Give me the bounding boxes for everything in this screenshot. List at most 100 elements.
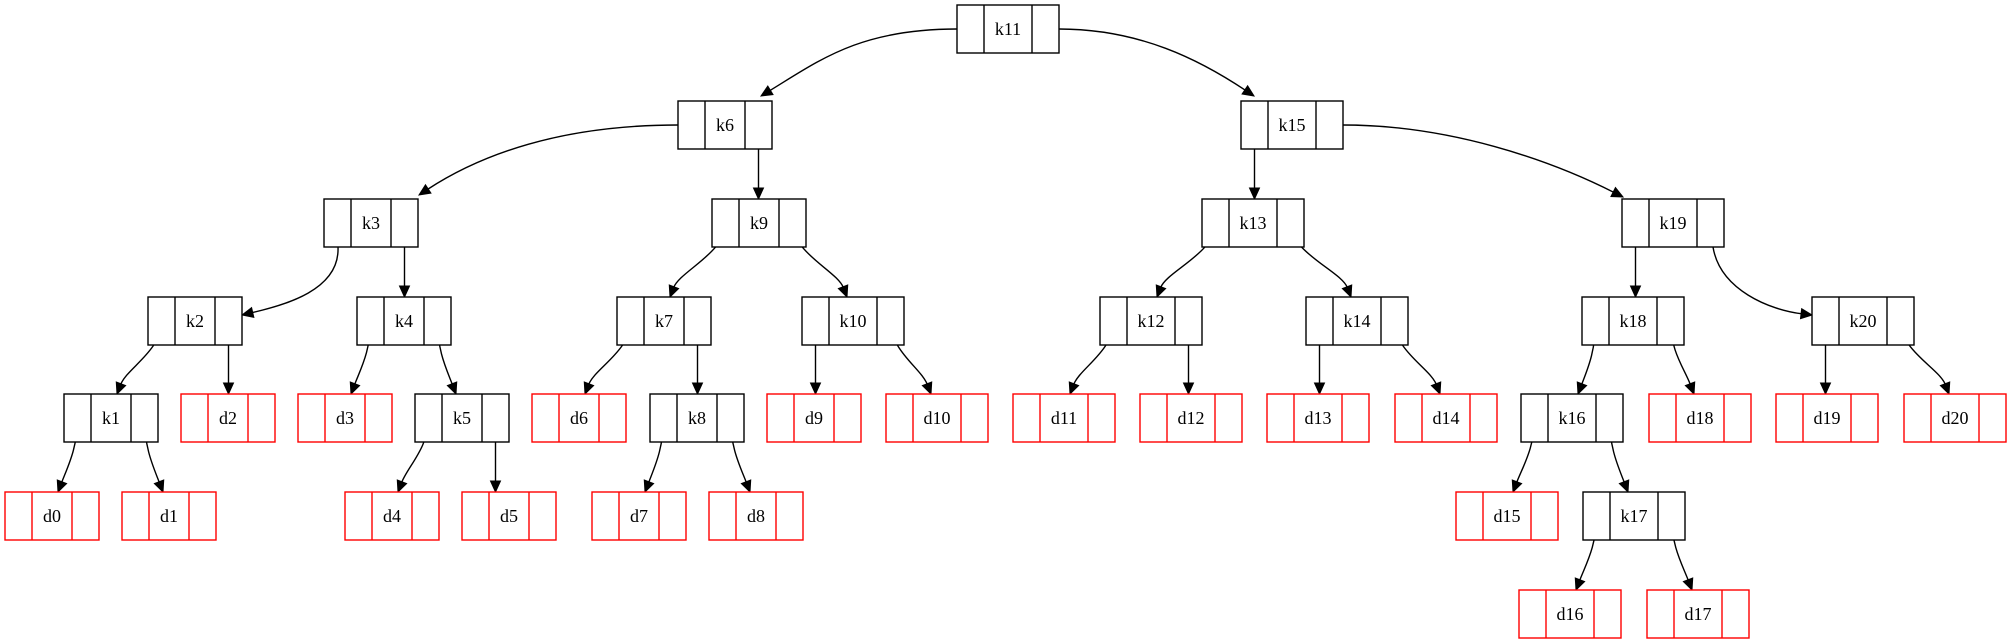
arrowhead bbox=[837, 284, 849, 299]
arrowhead bbox=[1313, 382, 1326, 396]
node-box bbox=[121, 491, 217, 541]
node-label: k9 bbox=[750, 213, 768, 233]
node-box bbox=[649, 393, 745, 443]
node-label: d5 bbox=[500, 506, 518, 526]
node-box bbox=[1903, 393, 2007, 443]
node-label: d6 bbox=[570, 408, 588, 428]
arrowhead bbox=[398, 285, 411, 299]
arrowhead bbox=[691, 382, 704, 396]
key-node-k8: k8 bbox=[649, 393, 745, 443]
arrowhead bbox=[446, 381, 458, 396]
node-box bbox=[323, 198, 419, 248]
key-node-k11: k11 bbox=[956, 4, 1060, 54]
key-node-k13: k13 bbox=[1201, 198, 1305, 248]
node-box bbox=[4, 491, 100, 541]
arrowhead bbox=[1618, 479, 1630, 494]
dummy-node-d2: d2 bbox=[180, 393, 276, 443]
node-label: k19 bbox=[1660, 213, 1687, 233]
node-box bbox=[63, 393, 159, 443]
arrowhead bbox=[1241, 84, 1256, 97]
arrowhead bbox=[222, 382, 235, 396]
dummy-node-d8: d8 bbox=[708, 491, 804, 541]
arrowhead bbox=[1819, 382, 1832, 396]
node-box bbox=[1621, 198, 1725, 248]
node-label: d14 bbox=[1433, 408, 1460, 428]
node-box bbox=[414, 393, 510, 443]
edge-k11-k6 bbox=[759, 28, 958, 97]
arrowhead bbox=[1068, 381, 1080, 396]
node-label: k18 bbox=[1620, 311, 1647, 331]
key-node-k3: k3 bbox=[323, 198, 419, 248]
edge-k11-k15 bbox=[1058, 28, 1256, 97]
arrowhead bbox=[56, 479, 68, 494]
arrowhead bbox=[115, 381, 127, 396]
key-node-k10: k10 bbox=[801, 296, 905, 346]
node-box bbox=[461, 491, 557, 541]
node-label: d3 bbox=[336, 408, 354, 428]
dummy-node-d4: d4 bbox=[344, 491, 440, 541]
node-box bbox=[1811, 296, 1915, 346]
edge-k15-k19 bbox=[1342, 124, 1625, 198]
arrowhead bbox=[240, 306, 255, 319]
dummy-node-d13: d13 bbox=[1266, 393, 1370, 443]
dummy-node-d15: d15 bbox=[1455, 491, 1559, 541]
dummy-node-d10: d10 bbox=[885, 393, 989, 443]
node-label: d0 bbox=[43, 506, 61, 526]
dummy-node-d14: d14 bbox=[1394, 393, 1498, 443]
node-box bbox=[1775, 393, 1879, 443]
arrowhead bbox=[1430, 381, 1442, 396]
node-box bbox=[766, 393, 862, 443]
node-label: k12 bbox=[1138, 311, 1165, 331]
node-box bbox=[1305, 296, 1409, 346]
node-label: d2 bbox=[219, 408, 237, 428]
arrowhead bbox=[740, 479, 752, 494]
node-label: k11 bbox=[995, 19, 1021, 39]
node-box bbox=[801, 296, 905, 346]
node-box bbox=[1240, 100, 1344, 150]
node-box bbox=[1581, 296, 1685, 346]
key-node-k2: k2 bbox=[147, 296, 243, 346]
node-label: k13 bbox=[1240, 213, 1267, 233]
key-node-k14: k14 bbox=[1305, 296, 1409, 346]
node-box bbox=[1582, 491, 1686, 541]
node-label: d19 bbox=[1814, 408, 1841, 428]
node-label: k1 bbox=[102, 408, 120, 428]
dummy-node-d19: d19 bbox=[1775, 393, 1879, 443]
key-node-k7: k7 bbox=[616, 296, 712, 346]
key-node-k15: k15 bbox=[1240, 100, 1344, 150]
key-node-k20: k20 bbox=[1811, 296, 1915, 346]
node-box bbox=[297, 393, 393, 443]
node-box bbox=[708, 491, 804, 541]
node-box bbox=[677, 100, 773, 150]
dummy-node-d5: d5 bbox=[461, 491, 557, 541]
node-label: k16 bbox=[1559, 408, 1586, 428]
nodes-layer: k1k2k3k4k5k6k7k8k9k10k11k12k13k14k15k16k… bbox=[4, 4, 2007, 639]
dummy-node-d7: d7 bbox=[591, 491, 687, 541]
node-label: k20 bbox=[1850, 311, 1877, 331]
node-box bbox=[885, 393, 989, 443]
edge-line bbox=[251, 246, 339, 314]
key-node-k17: k17 bbox=[1582, 491, 1686, 541]
arrowhead bbox=[1799, 307, 1814, 320]
node-box bbox=[711, 198, 807, 248]
arrowhead bbox=[1610, 186, 1625, 198]
edge-line bbox=[1058, 28, 1247, 92]
node-label: k2 bbox=[186, 311, 204, 331]
node-label: k10 bbox=[840, 311, 867, 331]
dummy-node-d18: d18 bbox=[1648, 393, 1752, 443]
node-label: k3 bbox=[362, 213, 380, 233]
node-box bbox=[1201, 198, 1305, 248]
arrowhead bbox=[489, 480, 502, 494]
node-box bbox=[1099, 296, 1203, 346]
node-box bbox=[356, 296, 452, 346]
edge-line bbox=[1342, 124, 1615, 194]
edge-k3-k2 bbox=[240, 246, 339, 319]
key-node-k9: k9 bbox=[711, 198, 807, 248]
dummy-node-d12: d12 bbox=[1139, 393, 1243, 443]
node-label: d15 bbox=[1494, 506, 1521, 526]
node-label: d4 bbox=[383, 506, 401, 526]
key-node-k5: k5 bbox=[414, 393, 510, 443]
dummy-node-d1: d1 bbox=[121, 491, 217, 541]
arrowhead bbox=[153, 479, 165, 494]
arrowhead bbox=[583, 381, 595, 396]
